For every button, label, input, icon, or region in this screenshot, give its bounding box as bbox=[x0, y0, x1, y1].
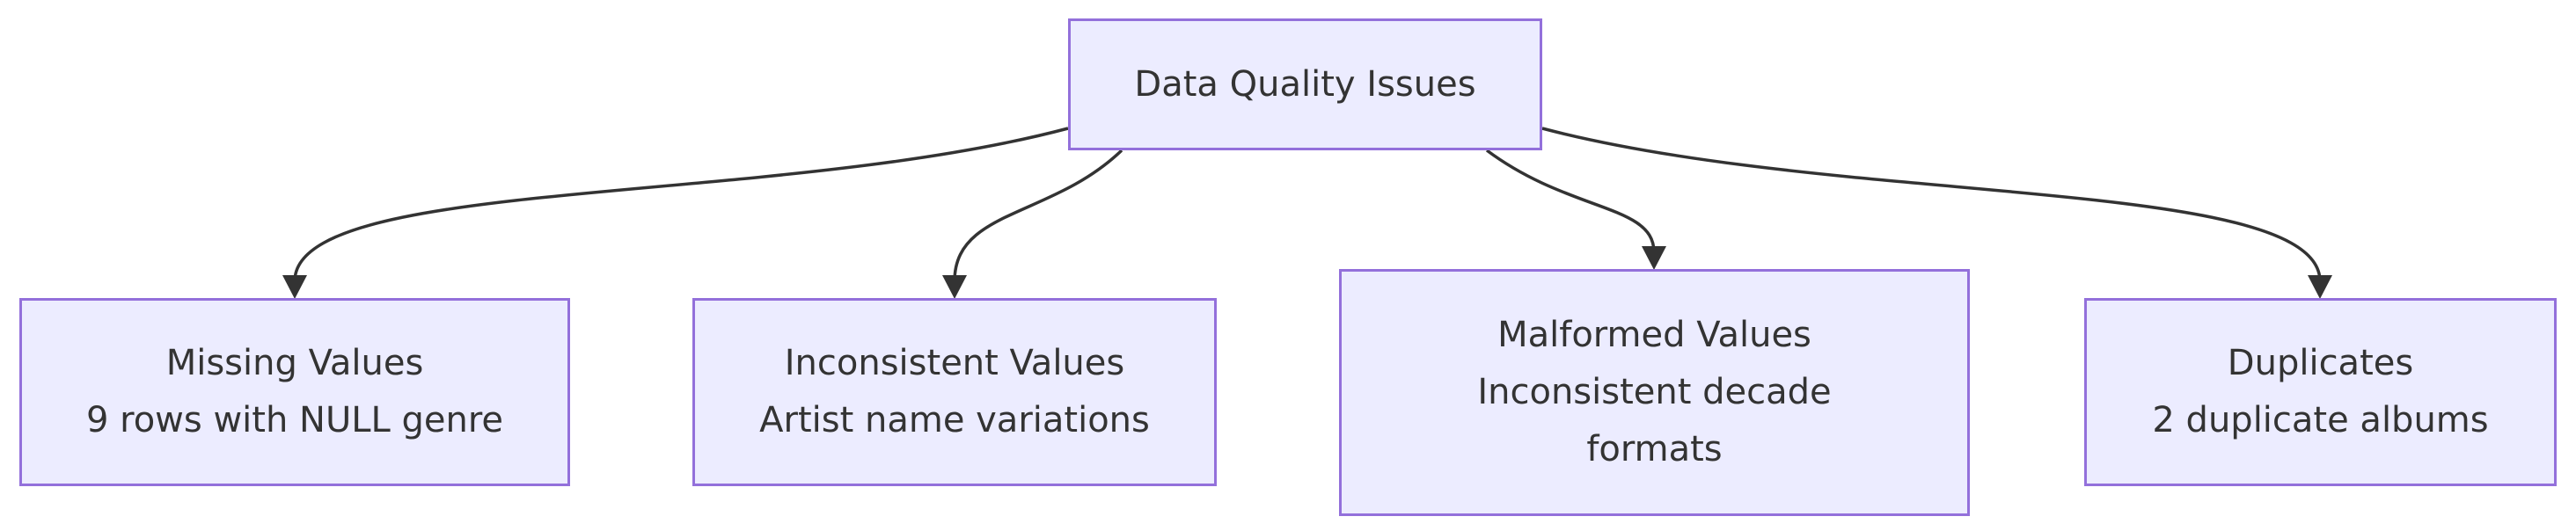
node-missing-values: Missing Values 9 rows with NULL genre bbox=[19, 298, 570, 486]
edge-root-to-missing-values bbox=[293, 127, 1069, 282]
node-label-line: Inconsistent decade bbox=[1477, 372, 1832, 412]
node-label-line: Missing Values bbox=[165, 343, 424, 383]
edge-root-to-malformed-values bbox=[1485, 149, 1656, 253]
node-label-line: Data Quality Issues bbox=[1134, 63, 1476, 105]
node-label-line: Malformed Values bbox=[1497, 315, 1811, 355]
edge-root-to-inconsistent-values bbox=[953, 149, 1123, 282]
node-label-line: Artist name variations bbox=[759, 400, 1150, 440]
node-label-line: Duplicates bbox=[2227, 343, 2414, 383]
node-duplicates: Duplicates 2 duplicate albums bbox=[2084, 298, 2557, 486]
arrowhead-missing-values bbox=[282, 275, 307, 299]
arrowhead-malformed-values bbox=[1642, 246, 1666, 270]
arrowhead-duplicates bbox=[2308, 275, 2332, 299]
node-malformed-values: Malformed Values Inconsistent decade for… bbox=[1339, 269, 1970, 516]
arrowhead-inconsistent-values bbox=[942, 275, 967, 299]
node-inconsistent-values: Inconsistent Values Artist name variatio… bbox=[692, 298, 1217, 486]
node-label-line: 2 duplicate albums bbox=[2152, 400, 2489, 440]
node-label-line: Inconsistent Values bbox=[784, 343, 1125, 383]
edge-root-to-duplicates bbox=[1541, 127, 2322, 282]
node-data-quality-issues: Data Quality Issues bbox=[1068, 18, 1542, 150]
node-label-line: formats bbox=[1586, 429, 1723, 469]
node-label-line: 9 rows with NULL genre bbox=[85, 400, 504, 440]
